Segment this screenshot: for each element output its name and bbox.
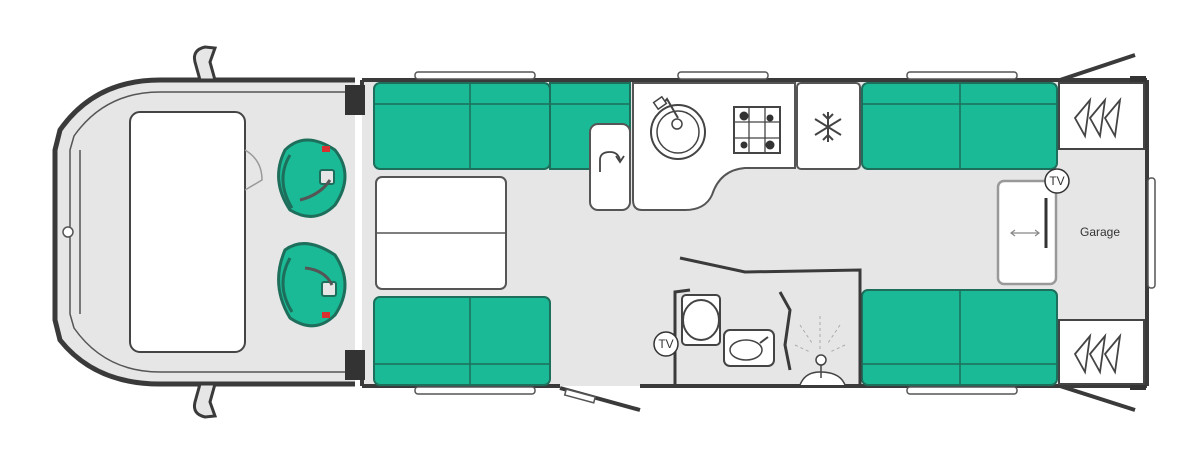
seatbelt — [304, 266, 334, 286]
hob-icon[interactable] — [733, 106, 781, 154]
tv-label: TV — [658, 337, 673, 351]
mirror-left[interactable] — [193, 45, 218, 82]
bin-icon — [1073, 97, 1122, 139]
door-step — [563, 388, 597, 404]
windows — [414, 71, 1156, 395]
snowflake-icon — [814, 112, 842, 142]
kitchen — [589, 82, 861, 211]
rear-corner-top — [1130, 76, 1146, 84]
seatbelt-red-mark — [322, 312, 330, 318]
rear-wall-top — [1059, 53, 1136, 82]
toilet-icon[interactable] — [681, 294, 721, 346]
rear-locker-top[interactable] — [1058, 82, 1145, 150]
washroom-left-wall — [673, 288, 691, 386]
front-lounge-seat-bottom[interactable] — [373, 296, 551, 386]
rear-corner-bottom — [1130, 382, 1146, 390]
washroom-door[interactable] — [778, 291, 792, 371]
washroom-wall — [679, 256, 862, 386]
garage-hatch[interactable] — [996, 179, 1058, 286]
tv-marker-washroom[interactable]: TV — [653, 331, 679, 357]
rear-seat-bottom[interactable] — [861, 289, 1058, 386]
swivel-arrow-icon — [599, 151, 621, 172]
seat-back — [281, 257, 294, 313]
wall-block-top — [345, 85, 365, 115]
rear-wall-bottom — [1059, 384, 1136, 412]
cab-shape-detail — [244, 149, 263, 191]
garage-label: Garage — [1080, 225, 1120, 239]
tv-marker-rear[interactable]: TV — [1044, 168, 1070, 194]
cab — [52, 45, 355, 419]
washbasin-icon[interactable] — [723, 329, 775, 367]
seat-back — [281, 154, 294, 209]
seat-shell — [277, 138, 347, 218]
arrow-head — [615, 155, 625, 164]
bin-icon — [1073, 333, 1122, 375]
washroom: TV — [653, 256, 862, 386]
mirror-right[interactable] — [193, 382, 218, 419]
cab-table — [129, 111, 246, 353]
cab-seat-driver[interactable] — [277, 138, 347, 218]
shower-icon[interactable] — [794, 316, 846, 386]
sink-icon[interactable] — [650, 95, 706, 160]
seatbelt-red-mark — [322, 146, 330, 152]
kitchen-side-cupboard[interactable] — [589, 123, 631, 211]
dining-table[interactable] — [375, 176, 507, 290]
tv-label: TV — [1049, 174, 1064, 188]
rear-seat-top[interactable] — [861, 82, 1058, 170]
rear-locker-bottom[interactable] — [1058, 319, 1145, 385]
cab-seat-passenger[interactable] — [277, 242, 347, 328]
cab-knob — [62, 226, 74, 238]
seat-shell — [277, 242, 347, 328]
front-lounge-seat-top[interactable] — [373, 82, 551, 170]
seatbelt — [299, 179, 332, 202]
seatbelt-buckle-icon — [321, 281, 337, 297]
entrance-door[interactable] — [559, 386, 641, 412]
wall-block-bottom — [345, 350, 365, 380]
garage-floor — [1060, 150, 1145, 320]
